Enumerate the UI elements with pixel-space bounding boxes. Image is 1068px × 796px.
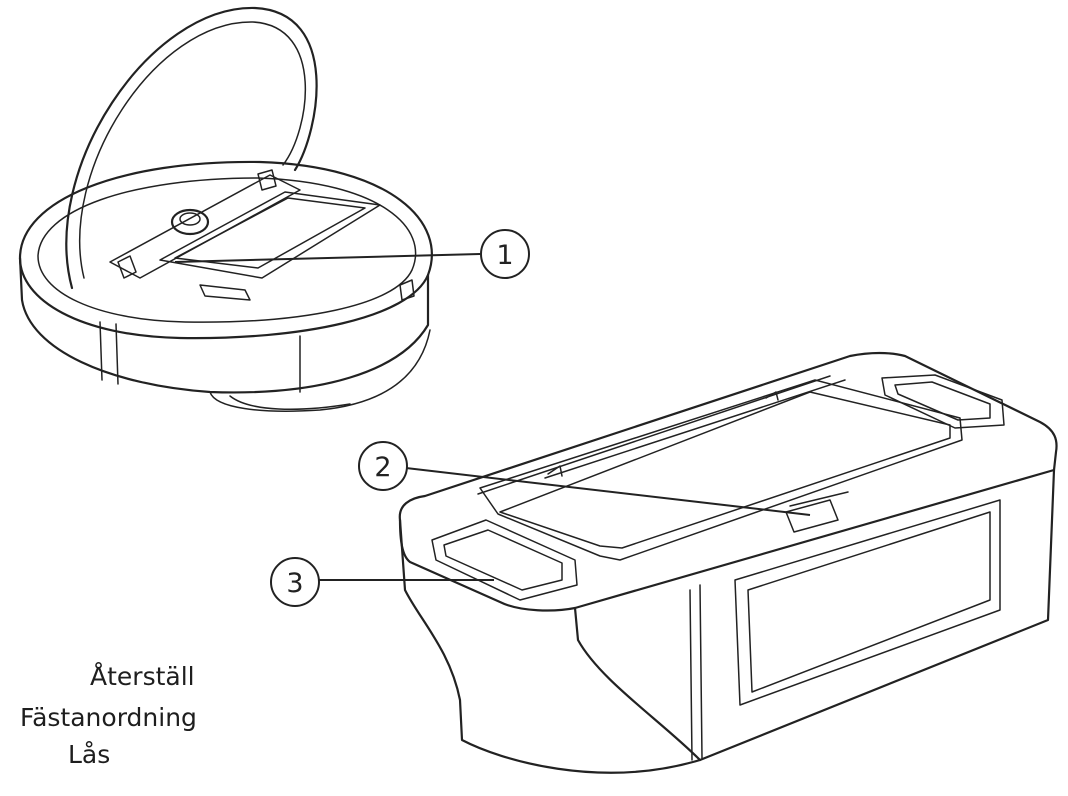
callout-1-circle <box>480 229 530 279</box>
robot-vacuum-illustration <box>18 6 433 412</box>
dustbin-illustration <box>398 351 1058 774</box>
legend-item-lock: Lås <box>68 740 111 769</box>
callout-3: 3 <box>270 557 494 607</box>
dustbin-left-wall <box>398 518 702 774</box>
callout-2: 2 <box>358 441 811 516</box>
callout-2-circle <box>358 441 408 491</box>
robot-lid-outer <box>65 6 318 290</box>
robot-lid-inner <box>79 21 307 279</box>
dustbin-top-outline <box>398 351 1058 612</box>
robot-dustbin-recess <box>159 191 381 279</box>
callout-2-label: 2 <box>374 452 391 483</box>
callout-1-leader <box>174 253 481 263</box>
dustbin-latch <box>785 499 839 533</box>
dustbin-window <box>734 499 1001 706</box>
robot-reset-knob <box>170 208 210 236</box>
dustbin-right-handle <box>881 374 1005 429</box>
legend-item-reset: Återställ <box>90 662 195 691</box>
dustbin-left-handle <box>431 519 578 601</box>
callout-2-leader <box>405 467 811 516</box>
legend-item-fastener: Fästanordning <box>20 703 197 732</box>
dustbin-front-face <box>573 468 1056 762</box>
callout-1: 1 <box>174 229 530 279</box>
dustbin-lid-panel <box>479 379 963 561</box>
callout-1-label: 1 <box>496 240 513 271</box>
callout-3-label: 3 <box>286 568 303 599</box>
robot-body-inner-rim <box>37 177 417 323</box>
robot-body-top-rim <box>18 160 433 340</box>
callout-3-circle <box>270 557 320 607</box>
robot-body-side <box>18 256 430 394</box>
robot-base <box>209 329 431 412</box>
robot-top-bar <box>109 174 301 279</box>
